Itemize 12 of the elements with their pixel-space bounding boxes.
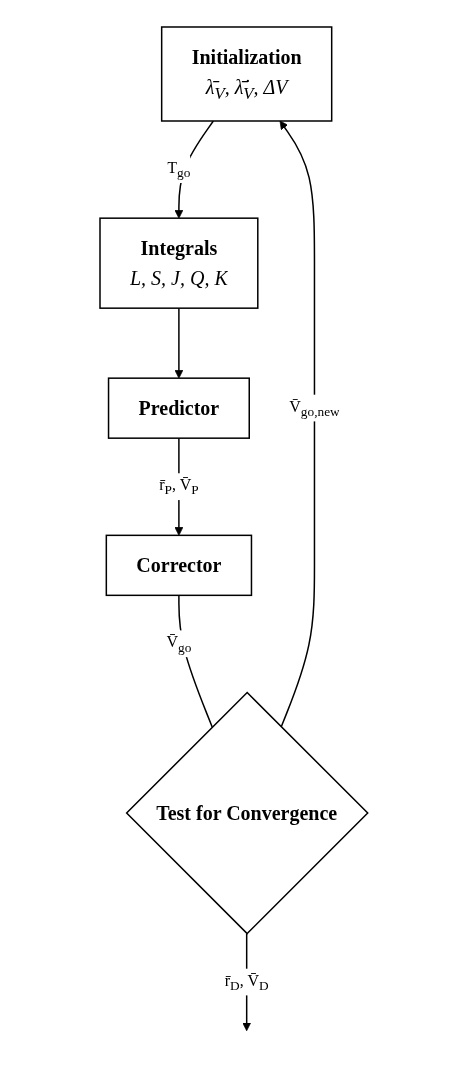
arrow: [174, 307, 183, 379]
arrow: [279, 120, 315, 728]
node-box: Predictor: [107, 377, 250, 439]
node-box: Integrals L, S, J, Q, K: [98, 217, 259, 309]
edge-label: r̄$_{P}$, V̄$_{P}$: [158, 475, 199, 497]
node-box: Initialization λ̄$_{V}$, λ̄̇$_{V}$, ΔV: [160, 25, 333, 122]
edge-label: V̄$_{go}$: [166, 632, 191, 655]
node-diamond: Test for Convergence: [125, 691, 369, 935]
edge-label: V̄$_{go,new}$: [288, 397, 340, 419]
node-box: Corrector: [105, 534, 252, 596]
edge-label: r̄$_{D}$, V̄$_{D}$: [224, 971, 269, 993]
edge-label: T$_{go}$: [166, 158, 191, 180]
